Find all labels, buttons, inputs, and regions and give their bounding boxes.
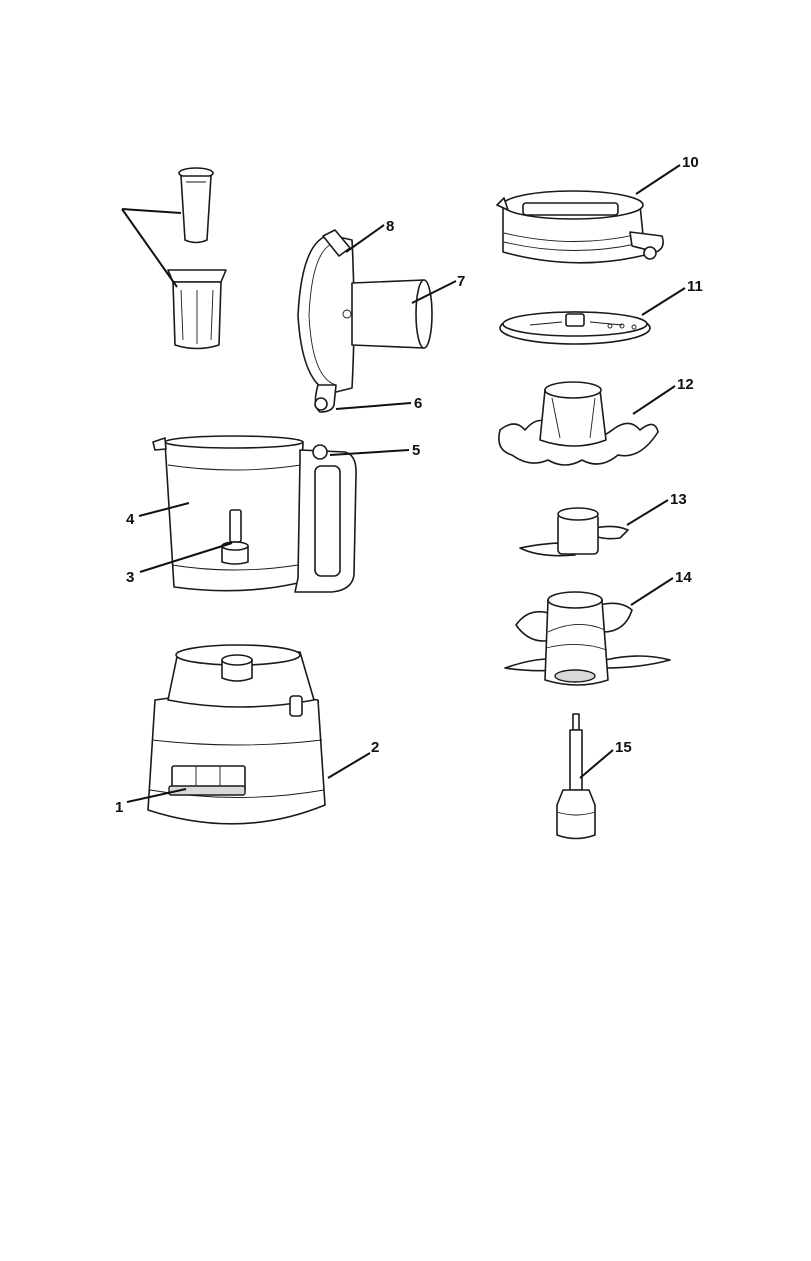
dicing-kit-lid — [497, 191, 663, 263]
blade-spindle — [557, 714, 595, 839]
leader-2 — [328, 753, 370, 778]
callout-11: 11 — [687, 278, 703, 295]
callout-4: 4 — [126, 511, 135, 528]
callout-3: 3 — [126, 569, 134, 586]
pusher-leader-bottom — [122, 209, 177, 287]
spiralizer-blade — [505, 592, 670, 685]
work-bowl — [153, 436, 303, 591]
lid-locking-tab — [315, 385, 336, 412]
callout-13: 13 — [670, 491, 687, 508]
leader-11 — [642, 288, 685, 315]
callout-12: 12 — [677, 376, 694, 393]
leader-14 — [631, 578, 673, 605]
callout-7: 7 — [457, 273, 465, 290]
dough-blade — [499, 382, 658, 465]
leader-10 — [636, 165, 680, 194]
callout-5: 5 — [412, 442, 420, 459]
callout-1: 1 — [115, 799, 123, 816]
small-food-pusher — [179, 168, 213, 243]
bowl-handle — [295, 445, 356, 592]
slicing-disc — [500, 312, 650, 344]
multipurpose-blade — [520, 508, 628, 556]
leader-12 — [633, 386, 675, 414]
leader-13 — [627, 500, 668, 525]
leader-8 — [346, 225, 384, 252]
leader-6 — [336, 403, 411, 409]
callout-10: 10 — [682, 154, 699, 171]
callout-8: 8 — [386, 218, 394, 235]
pusher-leader-top — [122, 209, 181, 213]
callout-15: 15 — [615, 739, 632, 756]
base — [148, 645, 325, 824]
leader-15 — [580, 750, 613, 778]
callout-6: 6 — [414, 395, 422, 412]
callout-14: 14 — [675, 569, 692, 586]
large-food-pusher — [168, 270, 226, 349]
feed-tube-lid — [298, 235, 432, 393]
callout-2: 2 — [371, 739, 379, 756]
